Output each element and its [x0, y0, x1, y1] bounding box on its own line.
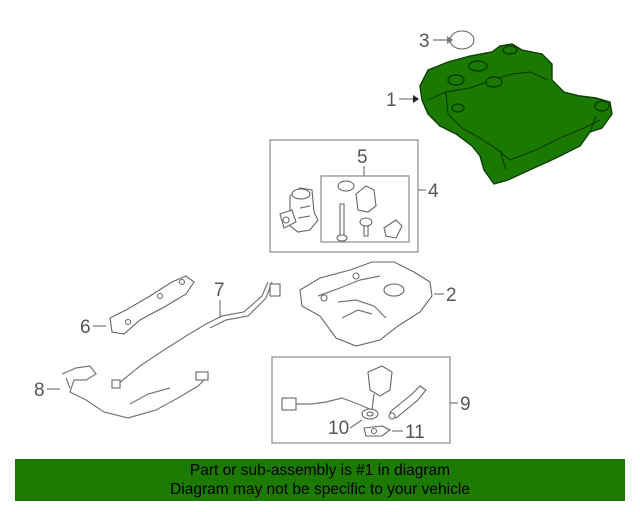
callout-3: 3: [419, 31, 430, 52]
part-6-bracket[interactable]: [109, 275, 195, 335]
part-3-seal[interactable]: [449, 30, 475, 50]
callout-9: 9: [460, 394, 471, 415]
callout-2: 2: [446, 285, 457, 306]
leader-10: [349, 419, 363, 429]
part-5-valve-kit[interactable]: [336, 180, 403, 242]
box-9: [271, 356, 451, 444]
callout-6: 6: [80, 317, 91, 338]
callout-10: 10: [328, 418, 349, 439]
callout-7: 7: [214, 280, 225, 301]
banner-line-2: Diagram may not be specific to your vehi…: [170, 481, 470, 498]
part-1-tank-highlighted[interactable]: [419, 43, 613, 185]
part-11-ring-terminal[interactable]: [363, 425, 392, 437]
banner-line-1: Part or sub-assembly is #1 in diagram: [189, 462, 451, 479]
callout-8: 8: [34, 380, 45, 401]
callout-1: 1: [386, 90, 397, 111]
callout-5: 5: [357, 147, 368, 168]
callout-4: 4: [428, 181, 439, 202]
part-7-hose[interactable]: [111, 281, 281, 389]
arrow-3: [447, 36, 453, 44]
arrow-1: [413, 95, 419, 103]
info-banner: Part or sub-assembly is #1 in diagram Di…: [15, 459, 625, 501]
part-10-washer[interactable]: [361, 408, 379, 420]
callout-11: 11: [405, 422, 425, 443]
box-4: [269, 139, 419, 253]
parts-diagram: 3 1 5 4: [34, 30, 613, 444]
part-9-sensor-kit[interactable]: [281, 365, 427, 420]
part-4-valve-assembly[interactable]: [279, 187, 319, 233]
box-5: [320, 175, 410, 243]
part-8-harness[interactable]: [61, 365, 209, 419]
part-2-tray[interactable]: [299, 261, 433, 347]
